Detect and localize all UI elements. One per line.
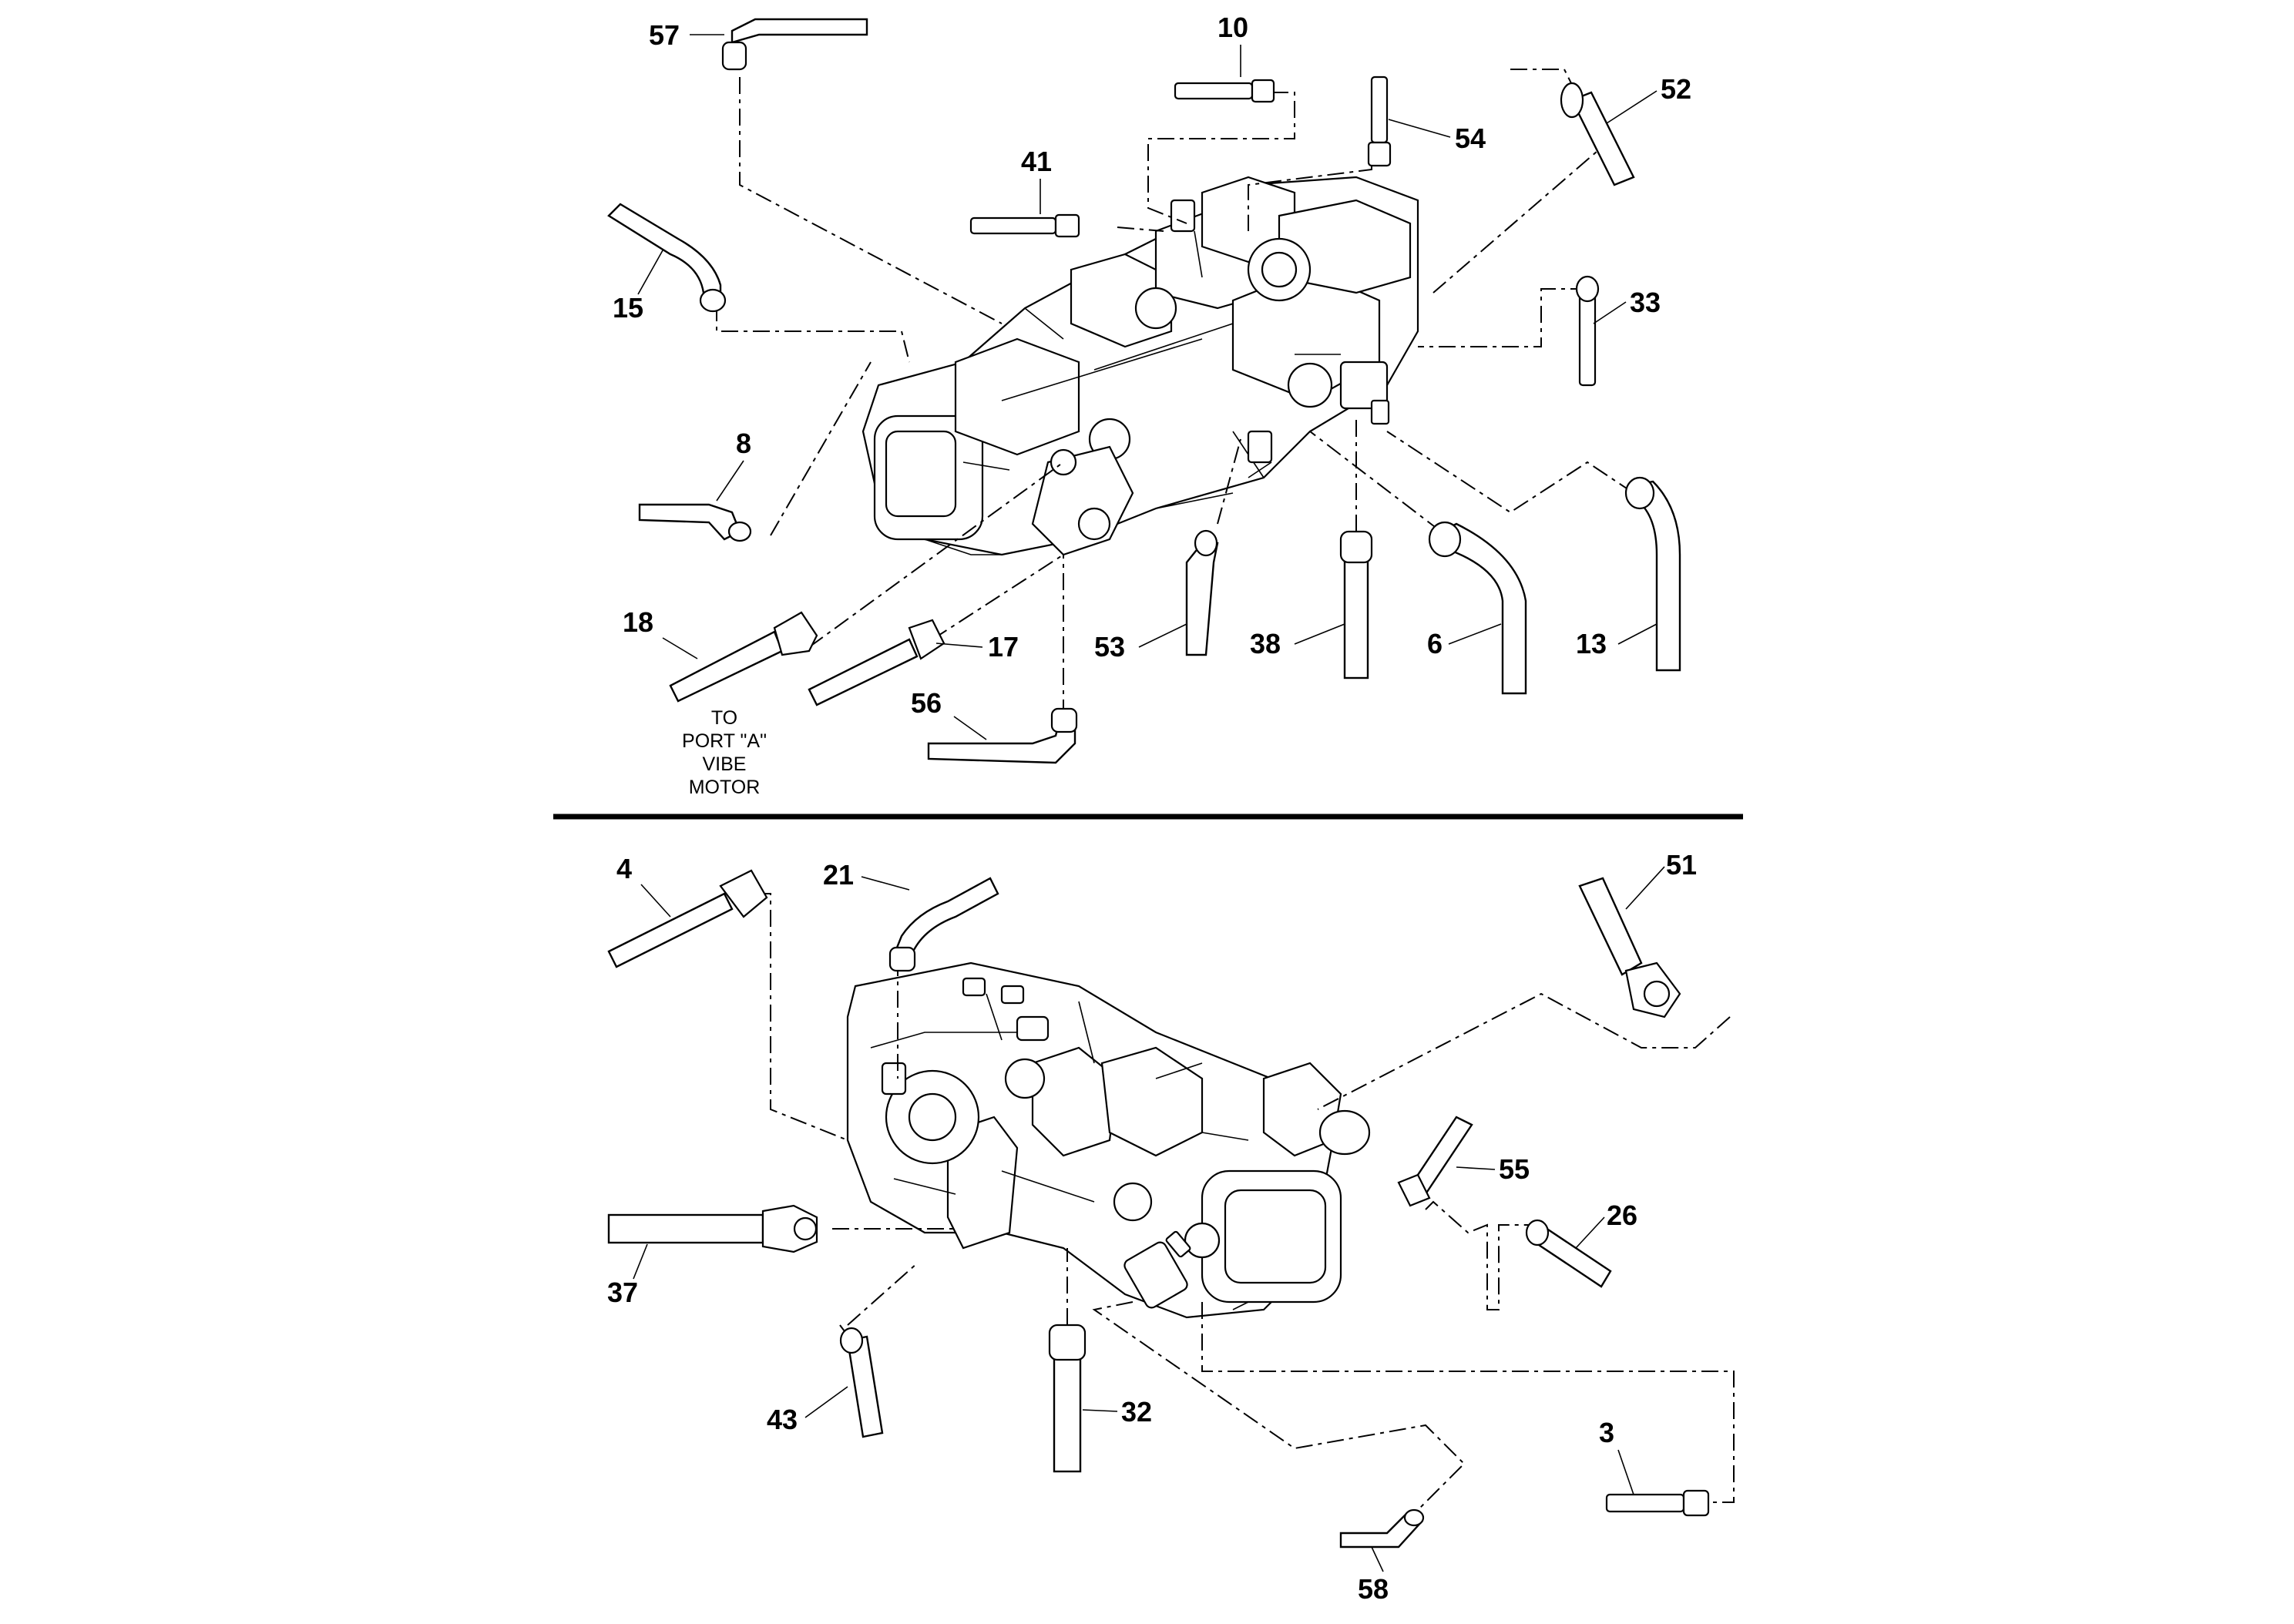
fitting-17: [808, 619, 945, 706]
fitting-52: [1560, 82, 1635, 186]
callout-3: 3: [1599, 1417, 1614, 1448]
callout-41: 41: [1021, 146, 1052, 177]
callout-43: 43: [767, 1404, 798, 1435]
fitting-13: [1624, 476, 1681, 672]
callout-4: 4: [616, 853, 632, 884]
fitting-33: [1575, 275, 1600, 387]
lower-callouts: 4 21 51 55 26 37 43 32 3 58: [607, 849, 1697, 1605]
fitting-6: [1428, 521, 1527, 695]
fitting-26: [1525, 1219, 1612, 1288]
fitting-37: [607, 1204, 818, 1253]
upper-pump-assembly: [862, 176, 1419, 556]
fitting-4: [607, 869, 768, 968]
upper-view: 57 10 52 54 41 15 33 8 18 17 56 53 38 6 …: [607, 12, 1691, 798]
fitting-57: [721, 18, 868, 71]
port-a-note: TO PORT "A" VIBE MOTOR: [682, 707, 767, 798]
callout-37: 37: [607, 1277, 638, 1308]
fitting-32: [1048, 1324, 1087, 1473]
upper-callouts: 57 10 52 54 41 15 33 8 18 17 56 53 38 6 …: [613, 12, 1691, 719]
upper-fittings: [607, 18, 1681, 764]
fitting-55: [1397, 1116, 1473, 1207]
callout-26: 26: [1607, 1200, 1637, 1231]
callout-55: 55: [1499, 1153, 1530, 1185]
fitting-38: [1339, 530, 1373, 679]
fitting-21: [888, 877, 999, 972]
fitting-58: [1339, 1508, 1425, 1549]
fitting-10: [1174, 79, 1275, 103]
callout-6: 6: [1427, 628, 1443, 659]
callout-21: 21: [823, 859, 854, 891]
callout-17: 17: [988, 631, 1019, 663]
fitting-56: [927, 707, 1078, 764]
callout-53: 53: [1094, 631, 1125, 663]
upper-number-leaders: [637, 34, 1658, 740]
fitting-41: [969, 213, 1080, 238]
callout-56: 56: [911, 687, 942, 719]
note-line-1: TO: [711, 707, 737, 729]
fitting-43: [839, 1327, 884, 1438]
lower-number-leaders: [633, 866, 1665, 1572]
note-line-4: MOTOR: [689, 777, 761, 798]
callout-51: 51: [1666, 849, 1697, 881]
callout-58: 58: [1358, 1573, 1389, 1605]
callout-8: 8: [736, 428, 751, 459]
fitting-54: [1367, 75, 1392, 167]
callout-33: 33: [1630, 287, 1661, 318]
fitting-51: [1578, 877, 1681, 1018]
fitting-8: [638, 503, 752, 542]
callout-52: 52: [1661, 73, 1691, 105]
callout-57: 57: [649, 19, 680, 51]
fitting-15: [607, 203, 727, 313]
lower-fittings: [607, 869, 1710, 1549]
callout-10: 10: [1218, 12, 1248, 43]
callout-15: 15: [613, 292, 643, 324]
callout-13: 13: [1576, 628, 1607, 659]
lower-pump-assembly: [846, 961, 1371, 1319]
fitting-53: [1185, 529, 1219, 656]
note-line-2: PORT "A": [682, 730, 767, 752]
lower-view: 4 21 51 55 26 37 43 32 3 58: [607, 849, 1735, 1605]
fitting-3: [1605, 1489, 1710, 1517]
note-line-3: VIBE: [703, 753, 747, 775]
callout-54: 54: [1455, 122, 1486, 154]
callout-18: 18: [623, 606, 653, 638]
fitting-18: [669, 611, 818, 703]
callout-32: 32: [1121, 1396, 1152, 1428]
callout-38: 38: [1250, 628, 1281, 659]
